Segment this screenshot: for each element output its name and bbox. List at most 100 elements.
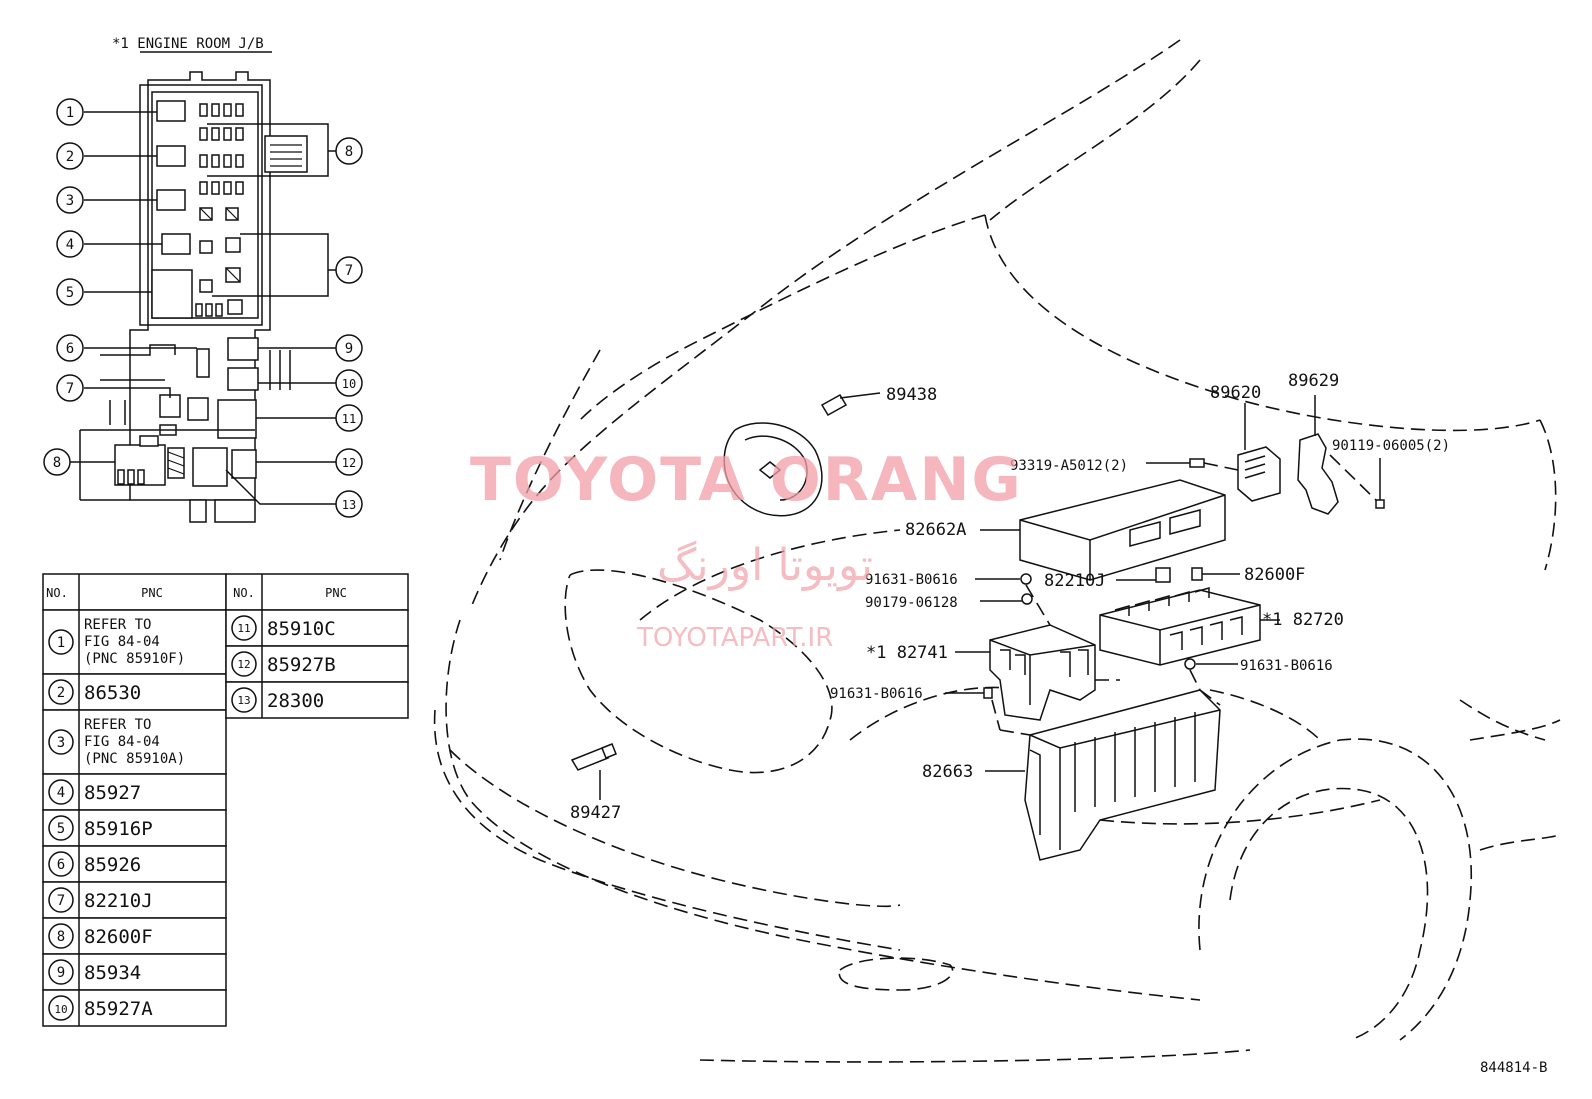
watermark: TOYOTA ORANG تویوتا اورنگ TOYOTAPART.IR [470, 445, 1023, 653]
row-number: 7 [57, 893, 65, 909]
row-pnc-line: FIG 84-04 [84, 634, 160, 650]
callout-left-7: 7 [56, 374, 84, 402]
part-89427-sensor [570, 743, 617, 800]
label-91631-B0616-right: 91631-B0616 [1240, 658, 1333, 674]
table-row: 10 85927A [42, 989, 227, 1027]
label-89620: 89620 [1210, 383, 1261, 403]
row-number: 9 [57, 965, 65, 981]
part-82741-bracket [955, 624, 1120, 721]
label-82662A: 82662A [905, 520, 966, 540]
label-90119-06005: 90119-06005(2) [1332, 438, 1450, 454]
table-row: 13 28300 [225, 681, 409, 719]
label-91631-B0616-left: 91631-B0616 [830, 686, 923, 702]
watermark-brand: TOYOTA ORANG [470, 445, 1023, 515]
table-row: 9 85934 [42, 953, 227, 991]
part-93319-bolt [1146, 458, 1239, 471]
label-89438: 89438 [886, 385, 937, 405]
label-90179-06128: 90179-06128 [865, 595, 958, 611]
row-number: 13 [237, 694, 250, 707]
callout-left-8: 8 [43, 448, 71, 476]
callout-number: 7 [66, 381, 74, 397]
callout-number: 8 [53, 455, 61, 471]
row-number: 2 [57, 685, 65, 701]
part-90119-bolt [1329, 454, 1385, 509]
callout-number: 8 [345, 144, 353, 160]
fusebox-leaders [70, 111, 336, 505]
part-91631-screw-top [975, 573, 1051, 626]
callout-number: 6 [66, 341, 74, 357]
part-89629-bracket [1297, 395, 1339, 515]
row-pnc-line: REFER TO [84, 617, 151, 633]
part-89438-sensor [723, 392, 881, 517]
table-left-header-pnc: PNC [141, 586, 163, 600]
row-number: 10 [54, 1003, 67, 1016]
row-pnc-line: REFER TO [84, 717, 151, 733]
table-right-header-no: NO. [233, 586, 255, 600]
part-82210J-relay [1116, 567, 1171, 583]
row-pnc: 82600F [84, 926, 153, 948]
label-89629: 89629 [1288, 371, 1339, 391]
label-82663: 82663 [922, 762, 973, 782]
label-82741: *1 82741 [866, 643, 948, 663]
figure-code: 844814-B [1480, 1060, 1547, 1076]
callout-right-12: 12 [335, 448, 363, 476]
callout-number: 9 [345, 341, 353, 357]
row-number: 5 [57, 821, 65, 837]
part-82663-lower-case [985, 689, 1221, 861]
row-pnc: 85916P [84, 818, 153, 840]
label-93319-A5012: 93319-A5012(2) [1010, 458, 1128, 474]
row-number: 8 [57, 929, 65, 945]
callout-right-13: 13 [335, 490, 363, 518]
watermark-brand-fa: تویوتا اورنگ [657, 540, 873, 591]
part-89620-module [1237, 403, 1281, 502]
table-row: 7 82210J [42, 881, 227, 919]
part-82662A-cover [980, 479, 1226, 581]
table-row: 11 85910C [225, 609, 409, 647]
label-82210J: 82210J [1044, 571, 1105, 591]
row-pnc-line: (PNC 85910A) [84, 751, 185, 767]
callout-number: 4 [66, 237, 74, 253]
part-91631-screw-right [1184, 658, 1238, 691]
row-pnc: 82210J [84, 890, 153, 912]
row-number: 12 [237, 658, 250, 671]
row-number: 11 [237, 622, 250, 635]
callout-right-11: 11 [335, 404, 363, 432]
row-pnc: 85926 [84, 854, 141, 876]
row-pnc: 85934 [84, 962, 141, 984]
callout-left-3: 3 [56, 186, 84, 214]
part-91631-screw-left [945, 687, 1001, 731]
callout-right-7: 7 [335, 256, 363, 284]
row-pnc-line: FIG 84-04 [84, 734, 160, 750]
label-82600F: 82600F [1244, 565, 1305, 585]
callout-left-5: 5 [56, 278, 84, 306]
table-left-header-no: NO. [46, 586, 68, 600]
table-row: 8 82600F [42, 917, 227, 955]
part-labels: 89438 89620 89629 90119-06005(2) 93319-A… [570, 371, 1450, 823]
row-number: 3 [57, 735, 65, 751]
callout-number: 3 [66, 193, 74, 209]
label-91631-B0616-top: 91631-B0616 [865, 572, 958, 588]
callout-number: 11 [342, 412, 356, 426]
callout-right-9: 9 [335, 334, 363, 362]
callout-number: 5 [66, 285, 74, 301]
table-right-header-pnc: PNC [325, 586, 347, 600]
callout-right-8: 8 [335, 137, 363, 165]
row-pnc: 86530 [84, 682, 141, 704]
row-pnc-line: (PNC 85910F) [84, 651, 185, 667]
callout-number: 7 [345, 263, 353, 279]
label-82720: *1 82720 [1262, 610, 1344, 630]
row-pnc: 85927A [84, 998, 153, 1020]
callout-number: 1 [66, 105, 74, 121]
row-pnc: 85927 [84, 782, 141, 804]
row-pnc: 85910C [267, 618, 336, 640]
callout-left-1: 1 [56, 98, 84, 126]
row-pnc: 28300 [267, 690, 324, 712]
row-number: 6 [57, 857, 65, 873]
label-89427: 89427 [570, 803, 621, 823]
callout-right-10: 10 [335, 369, 363, 397]
